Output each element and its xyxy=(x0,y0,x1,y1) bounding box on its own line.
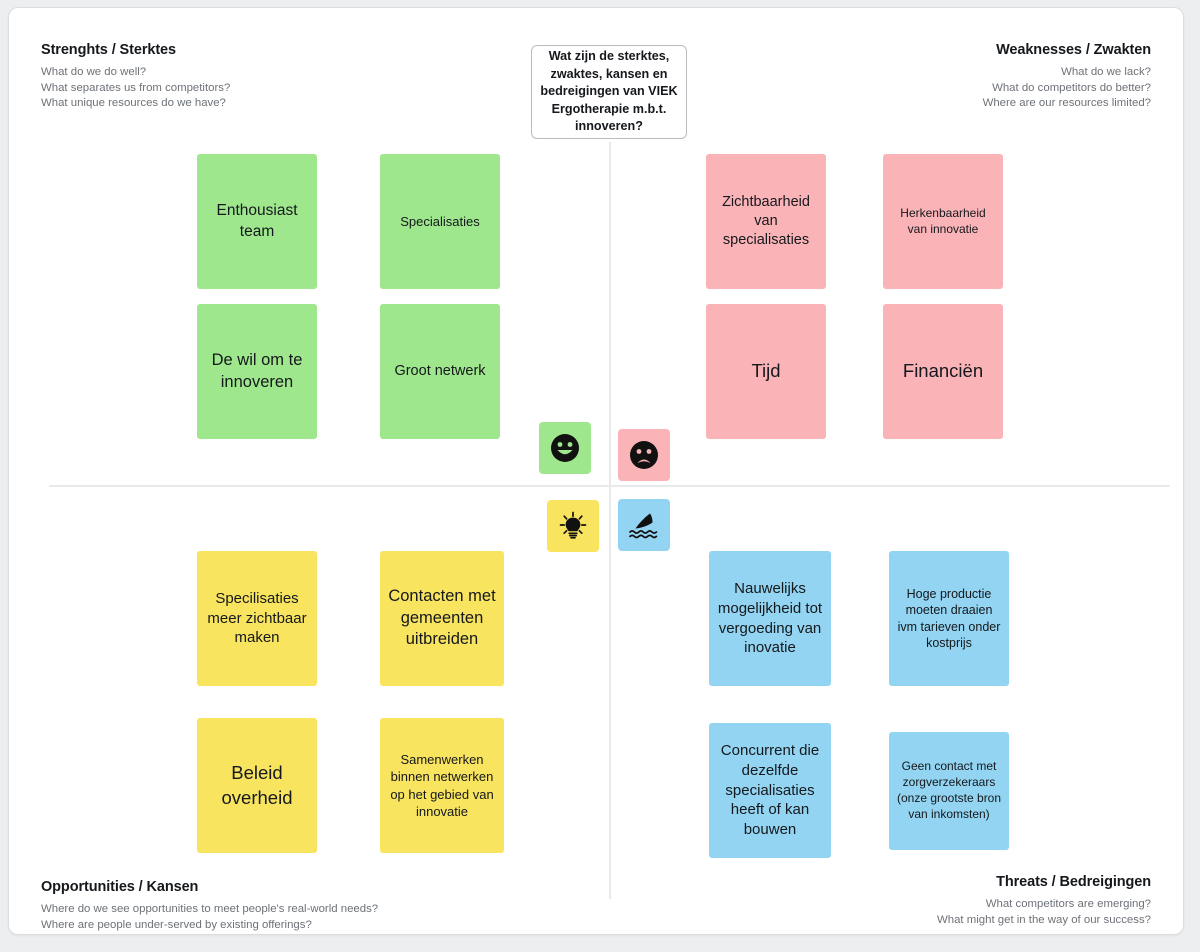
sticky-note-text: Nauwelijks mogelijkheid tot vergoeding v… xyxy=(717,579,823,657)
sticky-note-text: Tijd xyxy=(751,360,781,382)
sticky-note[interactable]: Zichtbaarheid van specialisaties xyxy=(706,154,826,289)
sticky-note-text: Concurrent die dezelfde specialisaties h… xyxy=(720,742,820,839)
threats-prompts: What competitors are emerging? What migh… xyxy=(937,898,1151,926)
sticky-note-text: Enthousiast team xyxy=(216,202,298,240)
sticky-note[interactable]: Financiën xyxy=(883,304,1003,439)
quadrant-header-weaknesses: Weaknesses / Zwakten What do we lack? Wh… xyxy=(982,42,1152,112)
sticky-note-text: Specilisaties meer zichtbaar maken xyxy=(207,589,307,647)
weaknesses-title: Weaknesses / Zwakten xyxy=(996,42,1151,58)
sticky-note[interactable]: Nauwelijks mogelijkheid tot vergoeding v… xyxy=(709,551,831,686)
vertical-divider xyxy=(609,142,611,899)
sticky-note[interactable]: De wil om te innoveren xyxy=(197,304,317,439)
shark-fin-icon xyxy=(627,510,661,540)
sticky-note[interactable]: Contacten met gemeenten uitbreiden xyxy=(380,551,504,686)
quadrant-header-opportunities: Opportunities / Kansen Where do we see o… xyxy=(41,879,378,933)
sticky-note[interactable]: Enthousiast team xyxy=(197,154,317,289)
sticky-note-text: Hoge productie moeten draaien ivm tariev… xyxy=(897,586,1001,651)
sticky-note[interactable]: Geen contact met zorgverzekeraars (onze … xyxy=(889,732,1009,850)
sticky-note-text: Zichtbaarheid van specialisaties xyxy=(722,193,810,249)
sticky-note[interactable]: Hoge productie moeten draaien ivm tariev… xyxy=(889,551,1009,686)
central-question-text: Wat zijn de sterktes, zwaktes, kansen en… xyxy=(540,49,678,134)
weaknesses-prompts: What do we lack? What do competitors do … xyxy=(982,66,1151,109)
sticky-note[interactable]: Tijd xyxy=(706,304,826,439)
board-canvas: Strenghts / Sterktes What do we do well?… xyxy=(8,7,1184,935)
sticky-note-text: Herkenbaarheid van innovatie xyxy=(900,205,986,236)
sticky-note-text: Specialisaties xyxy=(400,213,480,229)
opportunities-prompts: Where do we see opportunities to meet pe… xyxy=(41,903,379,931)
strengths-title: Strenghts / Sterktes xyxy=(41,42,176,58)
sticky-note-text: Groot netwerk xyxy=(394,362,486,379)
sticky-note-text: Geen contact met zorgverzekeraars (onze … xyxy=(896,759,1002,821)
sticky-note[interactable]: Beleid overheid xyxy=(197,718,317,853)
tile-opportunities-lightbulb[interactable] xyxy=(547,500,599,552)
sticky-note-text: De wil om te innoveren xyxy=(211,350,303,391)
sticky-note-text: Financiën xyxy=(902,360,984,382)
sticky-note[interactable]: Specilisaties meer zichtbaar maken xyxy=(197,551,317,686)
threats-title: Threats / Bedreigingen xyxy=(996,874,1151,890)
smiley-face-icon xyxy=(549,432,581,464)
sticky-note[interactable]: Herkenbaarheid van innovatie xyxy=(883,154,1003,289)
opportunities-title: Opportunities / Kansen xyxy=(41,879,199,895)
lightbulb-icon xyxy=(557,510,589,542)
strengths-prompts: What do we do well? What separates us fr… xyxy=(41,66,231,109)
tile-weaknesses-sad[interactable] xyxy=(618,429,670,481)
sticky-note-text: Contacten met gemeenten uitbreiden xyxy=(388,586,496,649)
quadrant-header-threats: Threats / Bedreigingen What competitors … xyxy=(937,874,1151,928)
central-question-box[interactable]: Wat zijn de sterktes, zwaktes, kansen en… xyxy=(531,45,687,139)
tile-threats-shark[interactable] xyxy=(618,499,670,551)
quadrant-header-strengths: Strenghts / Sterktes What do we do well?… xyxy=(41,42,230,112)
sticky-note[interactable]: Specialisaties xyxy=(380,154,500,289)
sticky-note-text: Samenwerken binnen netwerken op het gebi… xyxy=(390,752,494,819)
tile-strengths-smiley[interactable] xyxy=(539,422,591,474)
sticky-note[interactable]: Groot netwerk xyxy=(380,304,500,439)
sticky-note[interactable]: Concurrent die dezelfde specialisaties h… xyxy=(709,723,831,858)
sticky-note[interactable]: Samenwerken binnen netwerken op het gebi… xyxy=(380,718,504,853)
sad-face-icon xyxy=(628,439,660,471)
sticky-note-text: Beleid overheid xyxy=(221,762,293,808)
